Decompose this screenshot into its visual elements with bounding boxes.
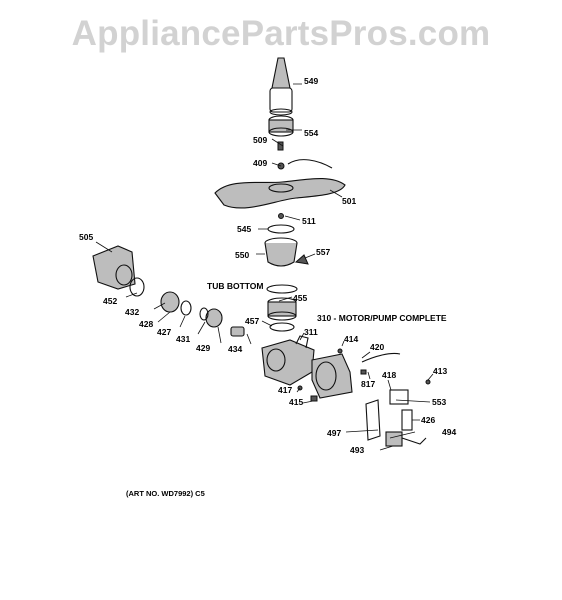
part-label: 417 — [278, 385, 293, 395]
manifold-505-part — [92, 245, 136, 290]
clip-415-part — [310, 395, 318, 402]
part-label: 432 — [125, 307, 140, 317]
pump-body-311-part — [261, 335, 315, 386]
part-label: 511 — [302, 216, 316, 226]
seal-ring-545-part — [267, 224, 295, 234]
tub-bottom-outline — [266, 284, 298, 294]
part-label: 549 — [304, 76, 319, 86]
part-label: 420 — [370, 342, 385, 352]
screw-511-part — [278, 213, 284, 219]
relay-493-part — [385, 431, 403, 447]
screw-414-part — [337, 348, 343, 354]
lower-spray-arm-part — [214, 159, 346, 209]
part-label: 457 — [245, 316, 260, 326]
bracket-426-part — [401, 409, 413, 431]
part-label: 501 — [342, 196, 357, 206]
spray-tower-part — [269, 57, 293, 116]
ring-427-part — [180, 300, 192, 316]
impeller-429-part — [205, 308, 223, 328]
part-label: 550 — [235, 250, 250, 260]
part-label: 427 — [157, 327, 172, 337]
ring-431-part — [199, 307, 209, 321]
clamp-457-part — [269, 322, 295, 332]
part-label: 553 — [432, 397, 447, 407]
gasket-455-part — [267, 297, 297, 321]
part-label: 817 — [361, 379, 376, 389]
part-label: 545 — [237, 224, 252, 234]
part-label: 493 — [350, 445, 365, 455]
impeller-428-part — [160, 291, 180, 313]
clip-557-part — [294, 254, 309, 265]
wire-494-part — [401, 437, 427, 445]
part-label: 452 — [103, 296, 118, 306]
part-label: 413 — [433, 366, 448, 376]
bracket-497-part — [365, 399, 381, 441]
spray-tower-coupling-part — [268, 115, 294, 137]
clip-817-part — [360, 369, 367, 375]
part-label: 426 — [421, 415, 436, 425]
part-label: 509 — [253, 135, 268, 145]
tub-bottom-label: TUB BOTTOM — [207, 281, 264, 291]
leader-lines — [95, 83, 434, 451]
art-number: (ART NO. WD7992) C5 — [126, 489, 205, 498]
part-label: 554 — [304, 128, 319, 138]
part-label: 557 — [316, 247, 331, 257]
part-label: 497 — [327, 428, 342, 438]
part-label: 311 — [304, 327, 318, 337]
pump-housing-550-part — [264, 237, 298, 267]
motor-310-part — [311, 353, 353, 399]
part-label: 414 — [344, 334, 359, 344]
screw-413-part — [425, 379, 431, 385]
part-label: 415 — [289, 397, 304, 407]
seal-432-part — [129, 277, 145, 297]
motor-pump-complete-label: 310 - MOTOR/PUMP COMPLETE — [317, 313, 447, 323]
part-label: 431 — [176, 334, 191, 344]
part-label: 428 — [139, 319, 154, 329]
watermark-text: AppliancePartsPros.com — [71, 14, 491, 53]
part-label: 429 — [196, 343, 211, 353]
bracket-418-part — [389, 389, 409, 405]
part-label: 418 — [382, 370, 397, 380]
part-label: 434 — [228, 344, 243, 354]
part-label: 494 — [442, 427, 457, 437]
part-label: 505 — [79, 232, 94, 242]
part-label: 455 — [293, 293, 308, 303]
wire-420-part — [361, 352, 401, 363]
seal-434-part — [230, 326, 245, 337]
part-label: 409 — [253, 158, 268, 168]
